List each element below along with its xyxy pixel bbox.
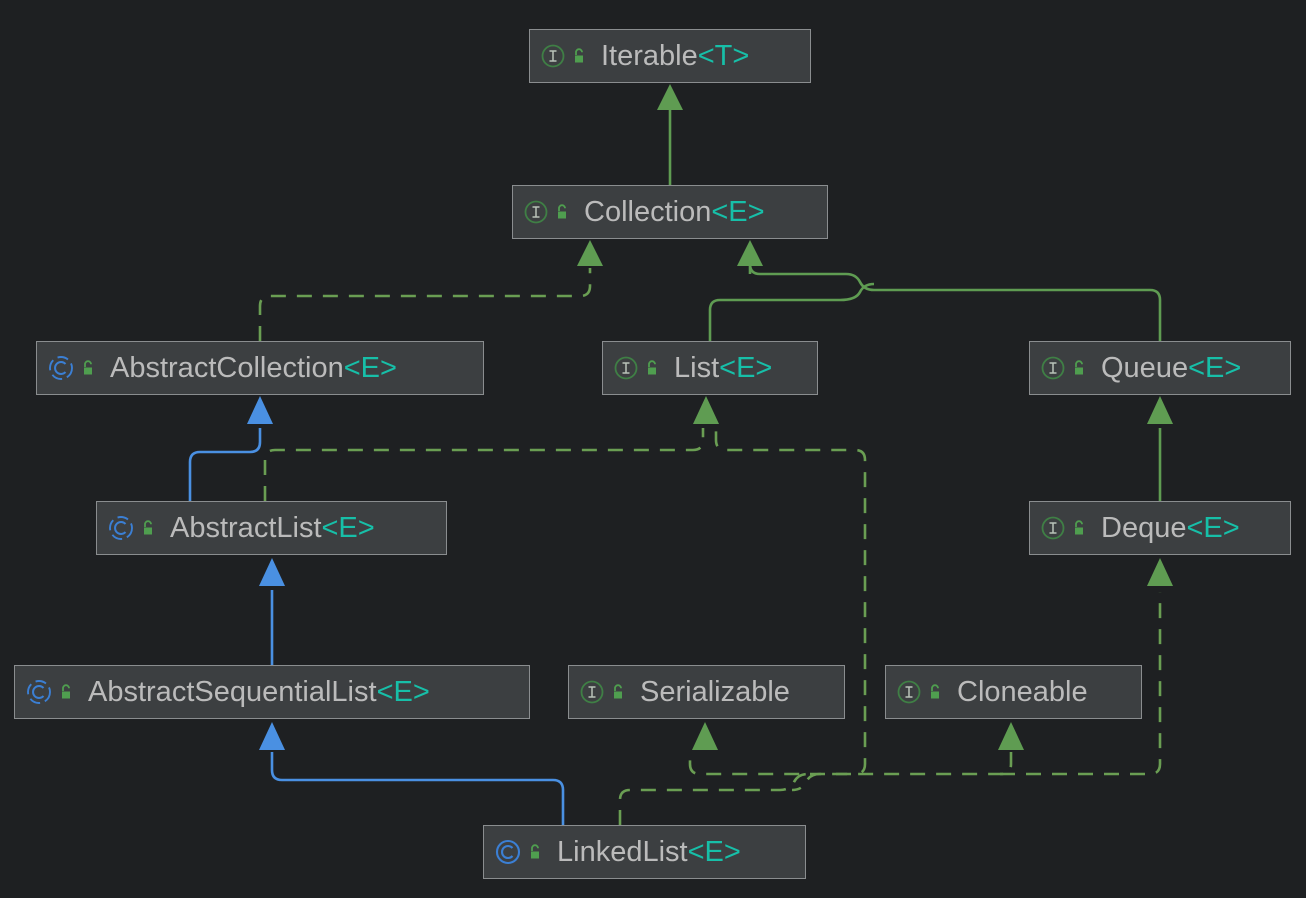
node-cloneable[interactable]: Cloneable [885,665,1142,719]
edge-queue-to-collection [748,262,1162,341]
arrowhead-abstractlist [259,558,285,586]
edge-linkedlist-to-list [714,428,867,776]
generic-param: <E> [376,675,430,708]
node-label: Iterable<T> [601,39,750,72]
node-label: Queue<E> [1101,351,1242,384]
interface-icon [1040,355,1066,381]
node-label: Collection<E> [584,195,765,228]
node-label: Cloneable [957,675,1088,708]
generic-param: <E> [687,835,741,868]
edge-abstractcollection-to-collection [258,268,592,341]
arrowhead-serializable [692,722,718,750]
interface-icon [613,355,639,381]
unlocked-public-icon [527,843,543,861]
arrowhead-abstractcollection [247,396,273,424]
arrowhead-iterable [657,84,683,110]
edge-linkedlist-to-deque [1000,592,1162,776]
edge-list-to-collection [708,282,875,341]
generic-param: <E> [711,195,765,228]
class-icon [494,838,522,866]
arrowhead-collection-right [737,240,763,266]
unlocked-public-icon [927,683,943,701]
node-label: List<E> [674,351,773,384]
node-label: LinkedList<E> [557,835,741,868]
interface-icon [523,199,549,225]
node-label: AbstractList<E> [170,511,375,544]
node-label: Deque<E> [1101,511,1240,544]
arrowhead-cloneable [998,722,1024,750]
arrowhead-collection-left [577,240,603,266]
generic-param: <E> [1188,351,1242,384]
unlocked-public-icon [554,203,570,221]
node-abstract-list[interactable]: AbstractList<E> [96,501,447,555]
interface-icon [896,679,922,705]
node-serializable[interactable]: Serializable [568,665,845,719]
arrowhead-deque [1147,558,1173,586]
unlocked-public-icon [140,519,156,537]
interface-icon [1040,515,1066,541]
generic-param: <E> [321,511,375,544]
generic-param: <E> [343,351,397,384]
node-queue[interactable]: Queue<E> [1029,341,1291,395]
node-collection[interactable]: Collection<E> [512,185,828,239]
generic-param: <T> [697,39,750,72]
edge-abstractlist-to-list [263,428,705,501]
node-list[interactable]: List<E> [602,341,818,395]
unlocked-public-icon [610,683,626,701]
node-iterable[interactable]: Iterable<T> [529,29,811,83]
arrowhead-queue [1147,396,1173,424]
node-label: AbstractSequentialList<E> [88,675,430,708]
unlocked-public-icon [58,683,74,701]
generic-param: <E> [719,351,773,384]
edge-abstractlist-to-abstractcollection [188,428,262,501]
generic-param: <E> [1186,511,1240,544]
node-linkedlist[interactable]: LinkedList<E> [483,825,806,879]
node-deque[interactable]: Deque<E> [1029,501,1291,555]
abstract-class-icon [107,514,135,542]
unlocked-public-icon [1071,519,1087,537]
node-abstract-collection[interactable]: AbstractCollection<E> [36,341,484,395]
node-label: Serializable [640,675,790,708]
arrowhead-list-center [693,396,719,424]
edge-linkedlist-to-abstractsequentiallist [270,752,565,825]
abstract-class-icon [25,678,53,706]
edge-linkedlist-to-cloneable [791,752,1013,792]
arrowhead-abstractsequentiallist [259,722,285,750]
interface-icon [540,43,566,69]
unlocked-public-icon [644,359,660,377]
node-abstract-sequential-list[interactable]: AbstractSequentialList<E> [14,665,530,719]
interface-icon [579,679,605,705]
abstract-class-icon [47,354,75,382]
unlocked-public-icon [80,359,96,377]
unlocked-public-icon [1071,359,1087,377]
node-label: AbstractCollection<E> [110,351,397,384]
unlocked-public-icon [571,47,587,65]
edge-linkedlist-to-serializable [618,752,810,825]
